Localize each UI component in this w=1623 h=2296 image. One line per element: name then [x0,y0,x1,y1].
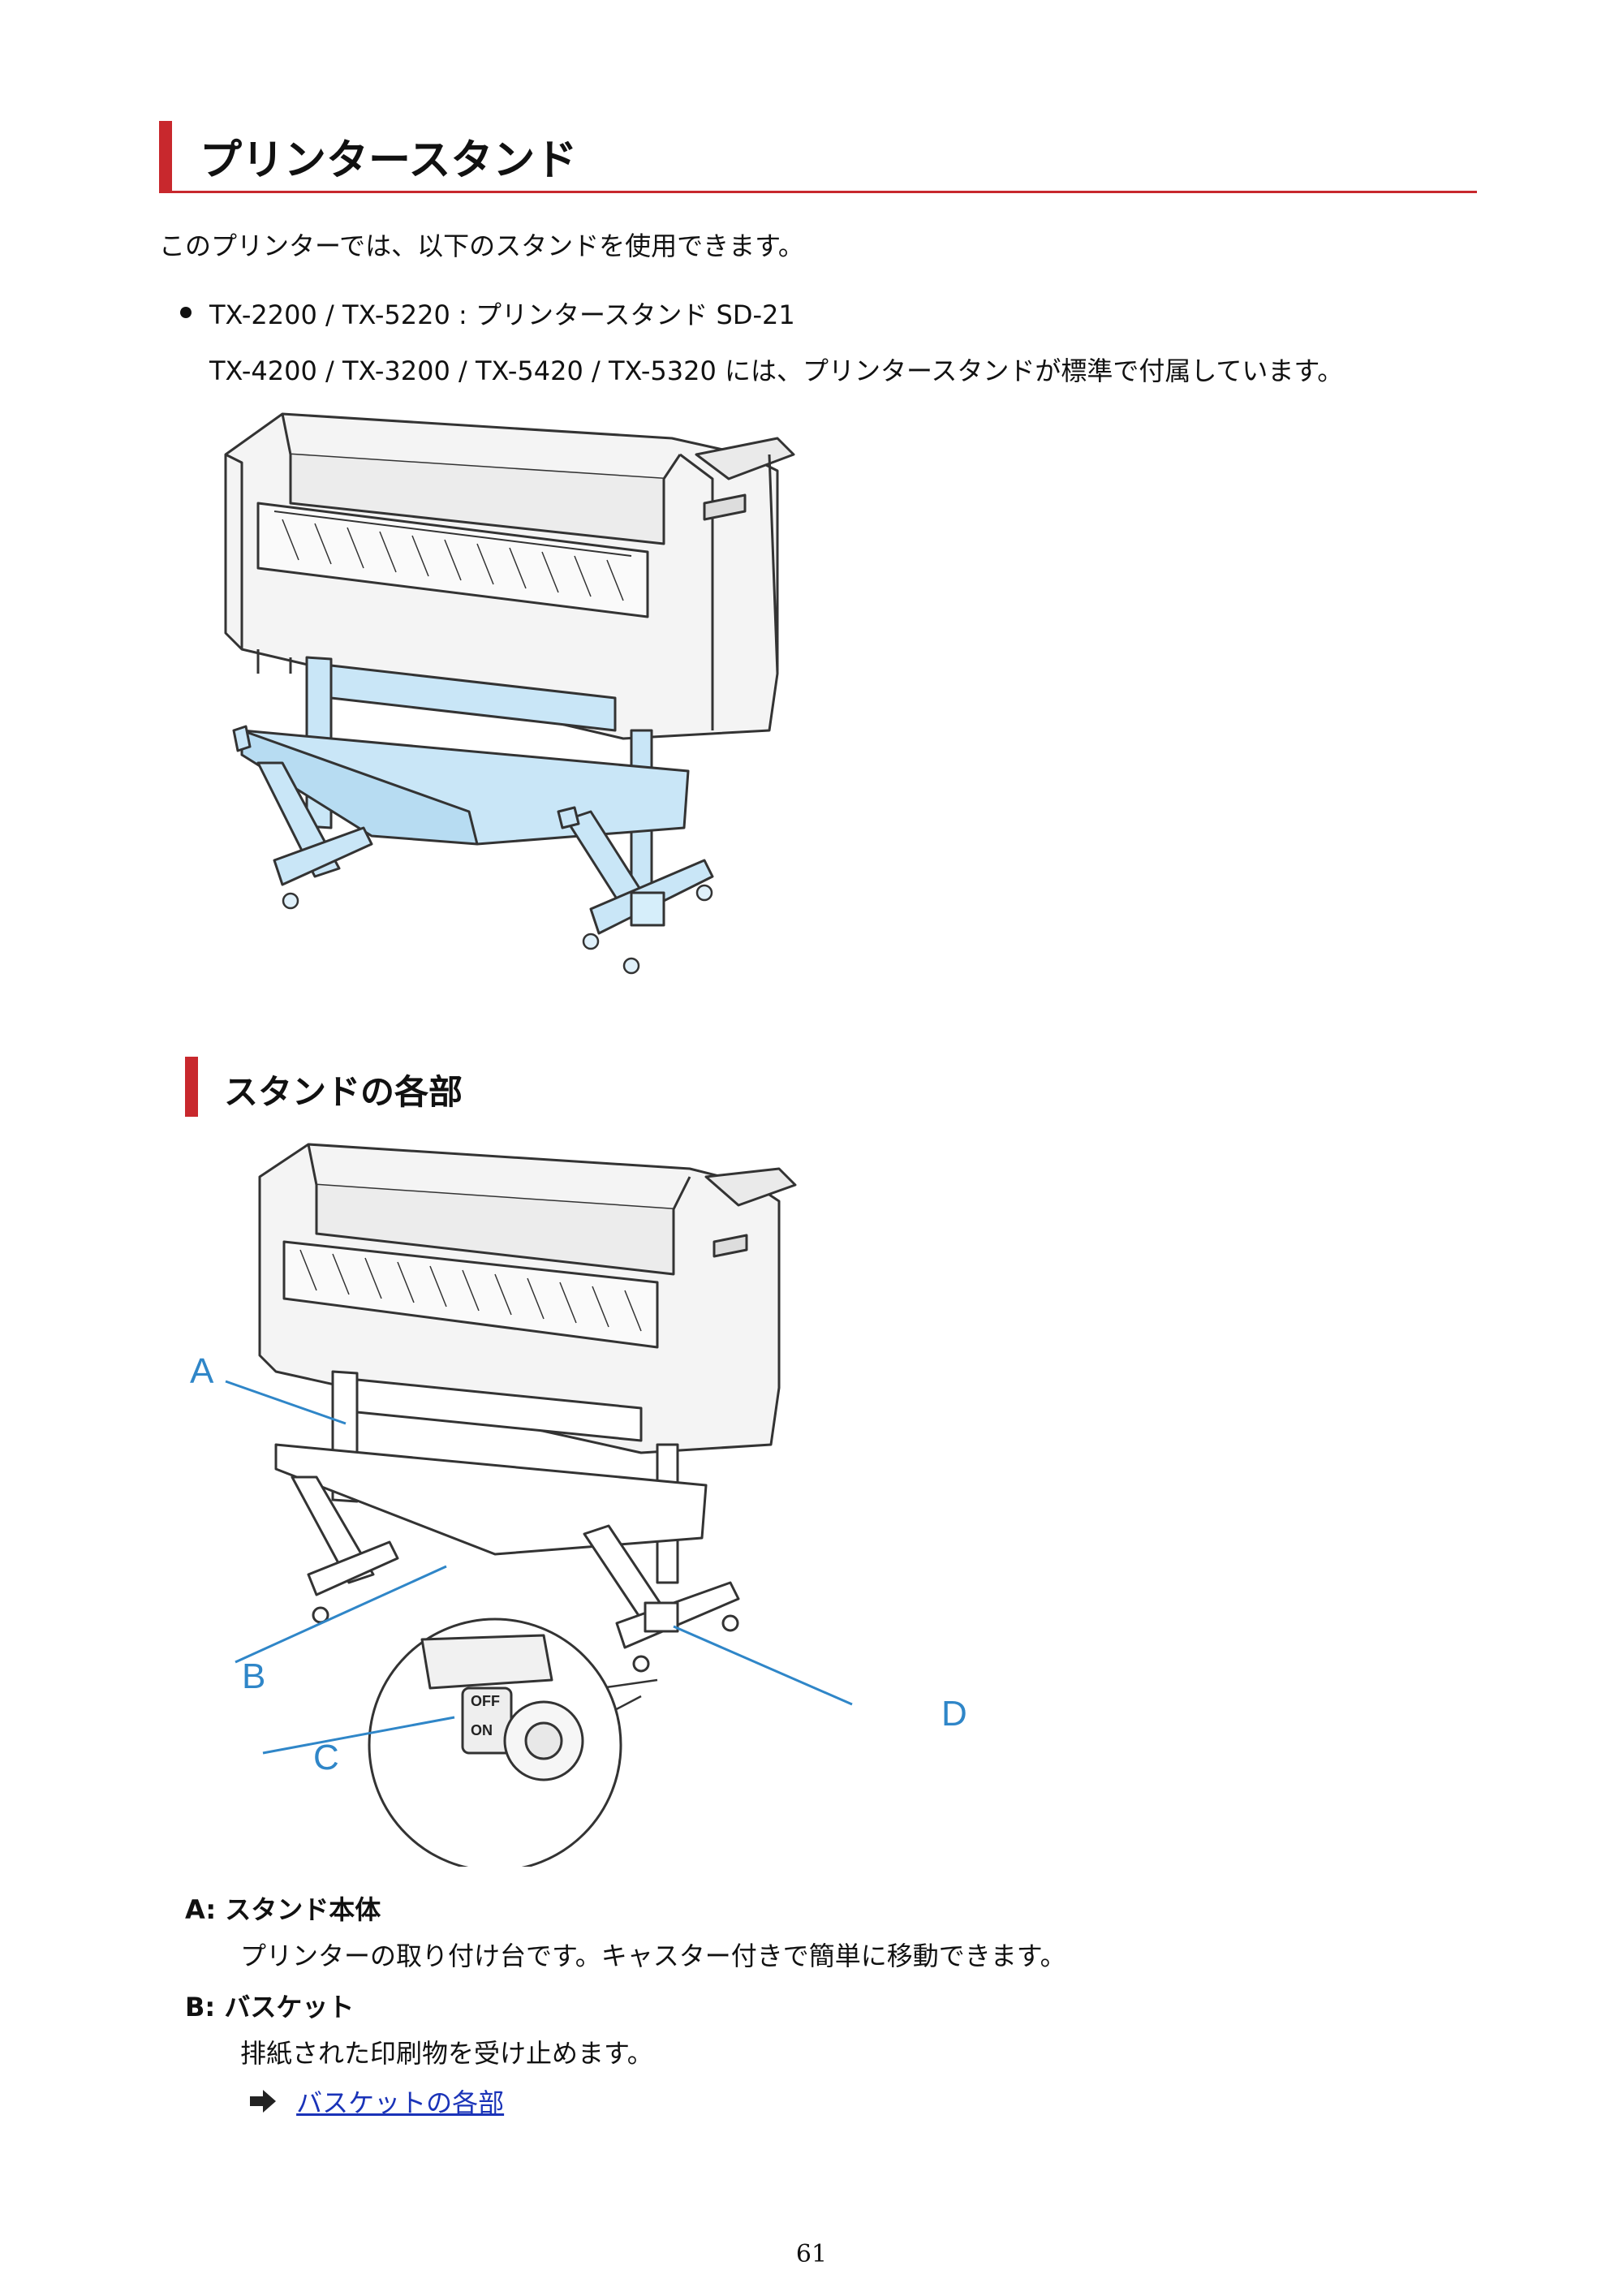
arrow-right-icon [250,2090,276,2113]
caster-off-label: OFF [471,1693,500,1709]
basket-parts-link[interactable]: バスケットの各部 [247,2083,504,2120]
bullet-line-2: TX-4200 / TX-3200 / TX-5420 / TX-5320 には… [209,355,1344,386]
basket-parts-link-text[interactable]: バスケットの各部 [296,2087,505,2118]
stand-parts-illustration: A B C D OFF ON [190,1143,967,1867]
caster-on-label: ON [471,1722,493,1738]
part-b-term: B: バスケット [185,1992,355,2022]
callout-c: C [313,1738,339,1777]
section-accent-bar [185,1057,198,1117]
intro-text: このプリンターでは、以下のスタンドを使用できます。 [159,230,804,261]
bullet-line-1: TX-2200 / TX-5220 : プリンタースタンド SD-21 [209,299,795,330]
printer-stand-illustration [224,412,795,975]
page-number: 61 [795,2240,828,2268]
title-accent-bar [159,121,172,191]
page-title-text: プリンタースタンド [200,136,578,185]
part-a-term: A: スタンド本体 [185,1894,381,1925]
section-heading-text: スタンドの各部 [224,1072,463,1112]
page-title: プリンタースタンド [159,118,1477,193]
callout-d: D [941,1694,967,1734]
callout-b: B [242,1656,265,1696]
part-a-desc: プリンターの取り付け台です。キャスター付きで簡単に移動できます。 [240,1941,1066,1971]
bullet-dot-icon [180,307,192,318]
part-b-desc: 排紙された印刷物を受け止めます。 [240,2038,653,2069]
callout-a: A [190,1351,214,1391]
